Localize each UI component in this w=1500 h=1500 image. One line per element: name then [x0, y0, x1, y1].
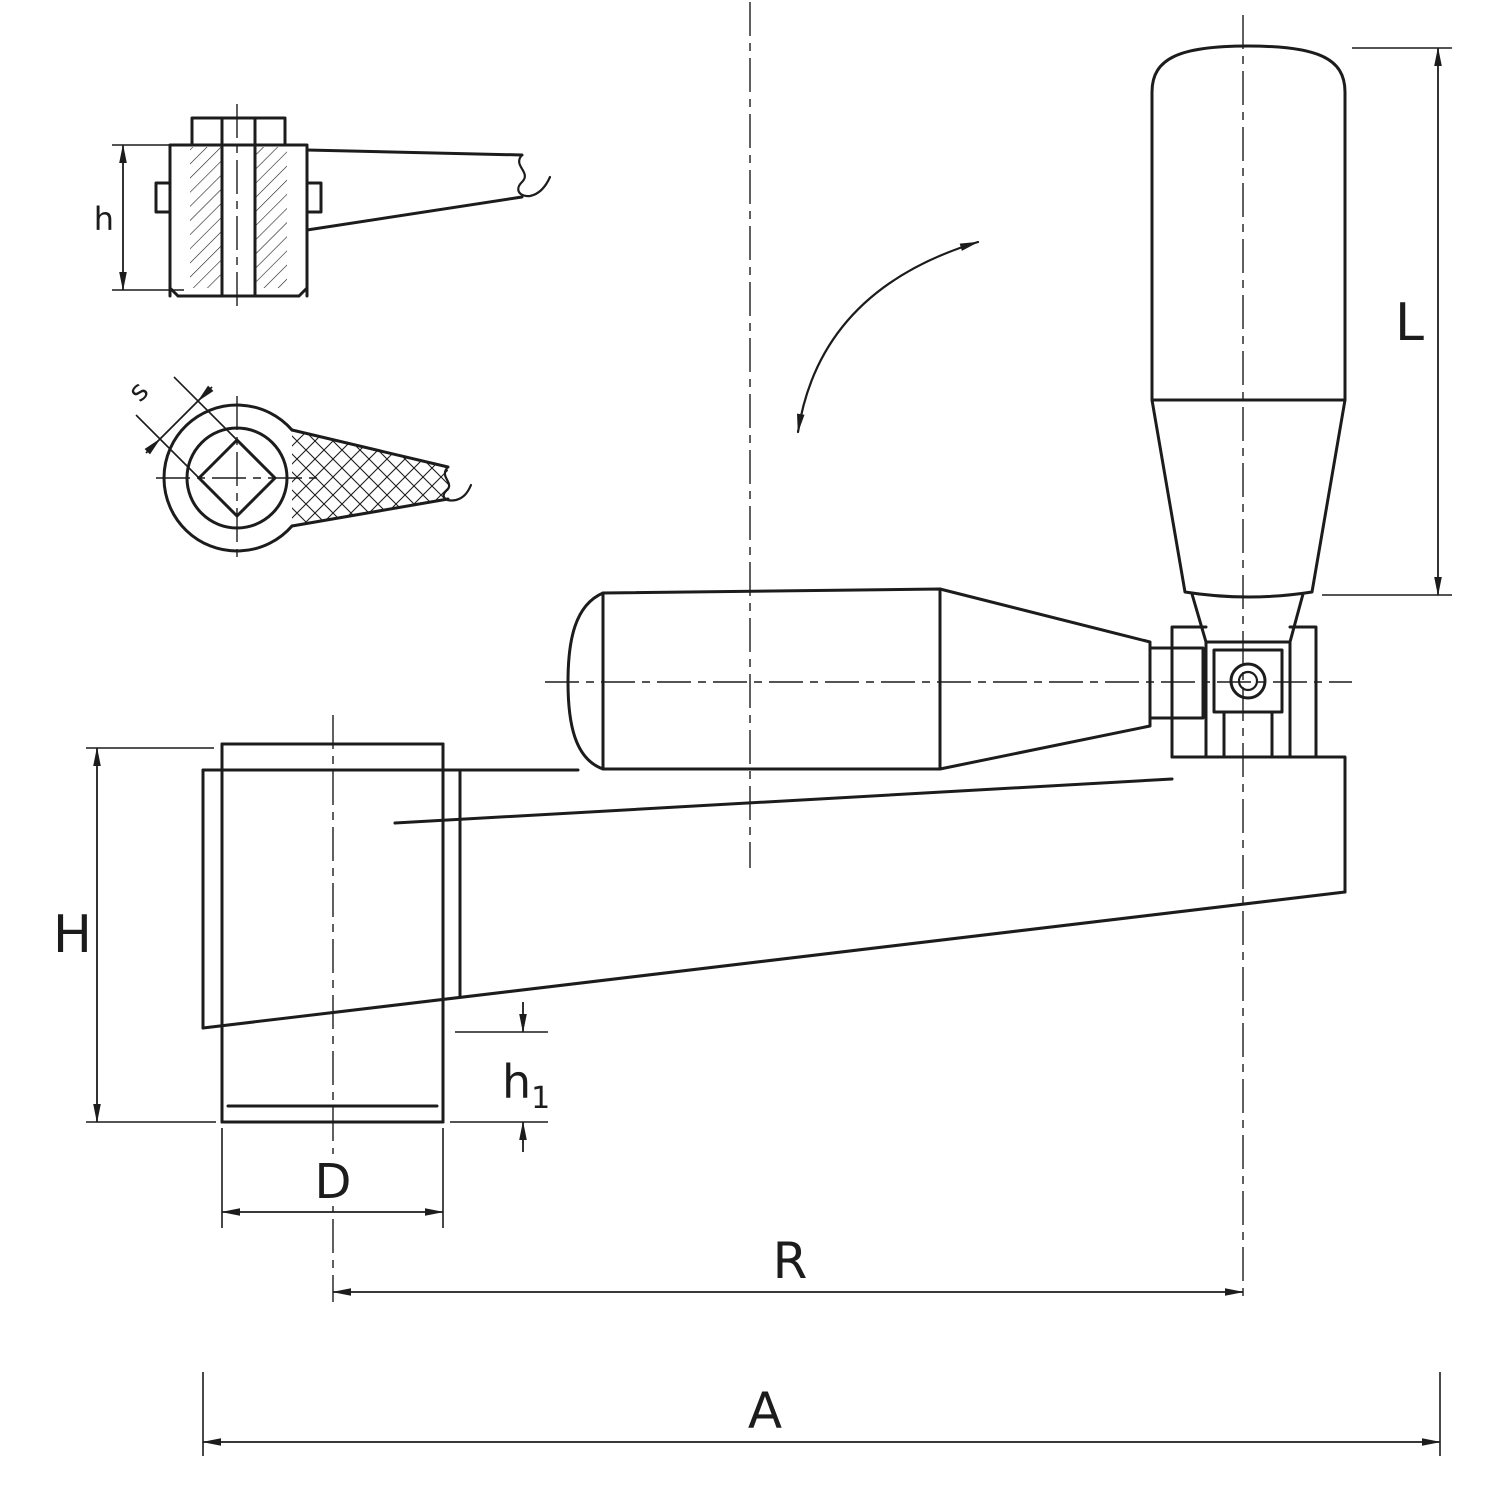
label-mask	[303, 1154, 363, 1206]
arm-crosshatch	[292, 430, 448, 526]
dim-label-L: L	[1395, 293, 1424, 353]
grip-handle-folded	[566, 587, 1205, 771]
dim-label-H: H	[53, 905, 92, 965]
arm-top-ridge	[393, 777, 1174, 825]
grip-handle-upright	[1150, 44, 1347, 599]
dim-A: A	[202, 1372, 1441, 1456]
hub-section-detail-view	[154, 116, 552, 298]
dim-H: H	[53, 747, 216, 1123]
square-bore-section-view	[162, 403, 473, 553]
dim-h1: h1	[450, 1002, 550, 1152]
dim-label-R: R	[773, 1232, 808, 1290]
pivot-pin	[1229, 662, 1267, 700]
break-line	[442, 465, 473, 502]
dim-L: L	[1322, 47, 1452, 596]
dim-h: h	[94, 144, 186, 291]
dim-s: s	[121, 374, 238, 479]
section-hatch-right	[255, 147, 287, 288]
pivot-pin-bore	[1237, 670, 1259, 692]
arm-bottom-edge	[201, 890, 1347, 1030]
square-bore	[197, 438, 277, 518]
rotation-arc-arrow	[796, 240, 980, 434]
dim-label-h1: h1	[502, 1055, 550, 1116]
swivel-pivot-assembly	[1170, 592, 1318, 759]
dim-label-h: h	[94, 200, 114, 238]
dim-D: D	[221, 1128, 444, 1228]
dim-label-A: A	[748, 1382, 782, 1440]
dim-label-D: D	[315, 1154, 352, 1210]
section-hatch-left	[190, 147, 222, 288]
break-line	[517, 153, 552, 198]
dim-label-s: s	[121, 374, 155, 408]
main-side-view	[201, 742, 1347, 1124]
bore-circle	[185, 426, 289, 530]
dim-R: R	[332, 1232, 1244, 1296]
